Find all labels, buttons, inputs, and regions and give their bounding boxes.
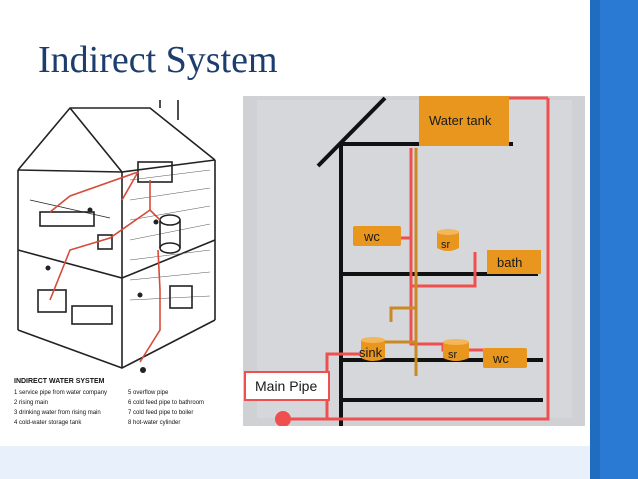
schematic-drawing: Water tank wc sr bath sink sr wc Main Pi… [244,96,550,426]
legend-item-6: 6 cold feed pipe to bathroom [128,400,204,406]
indirect-system-schematic: Water tank wc sr bath sink sr wc Main Pi… [243,96,585,426]
water-tank-box [419,96,509,146]
sr-lower-label: sr [448,349,458,361]
wc-upper-box [353,226,401,246]
house-sketch-illustration: INDIRECT WATER SYSTEM 1 service pipe fro… [10,97,244,446]
bath-label: bath [497,255,522,270]
legend-item-3: 3 drinking water from rising main [14,410,101,416]
bath-box [487,250,541,274]
sr-lower-basin [443,342,469,361]
feed-pipes [385,148,418,376]
legend-item-8: 8 hot-water cylinder [128,420,180,426]
main-pipe-label-box [244,371,330,401]
sink-basin [361,340,385,361]
house-sketch-drawing: INDIRECT WATER SYSTEM 1 service pipe fro… [14,97,216,426]
slide-title: Indirect System [38,39,278,81]
sr-upper-rim [437,229,459,235]
wc-lower-label: wc [492,351,509,366]
sink-rim [361,337,385,343]
main-pipe-label: Main Pipe [255,378,317,394]
legend-title: INDIRECT WATER SYSTEM [14,378,105,385]
water-tank-label: Water tank [429,113,492,128]
wc-upper-label: wc [363,229,380,244]
legend-item-4: 4 cold-water storage tank [14,420,82,426]
side-accent-bar-highlight [600,0,638,479]
wc-lower-box [483,348,527,368]
legend-item-7: 7 cold feed pipe to boiler [128,410,193,416]
sink-label: sink [359,345,383,360]
legend-item-2: 2 rising main [14,400,48,406]
legend-item-5: 5 overflow pipe [128,390,169,396]
supply-inlet-icon [275,411,291,426]
sr-upper-basin [437,232,459,251]
sr-lower-rim [443,339,469,345]
legend-item-1: 1 service pipe from water company [14,390,107,396]
bottom-band [0,446,590,479]
sr-upper-label: sr [441,239,451,251]
